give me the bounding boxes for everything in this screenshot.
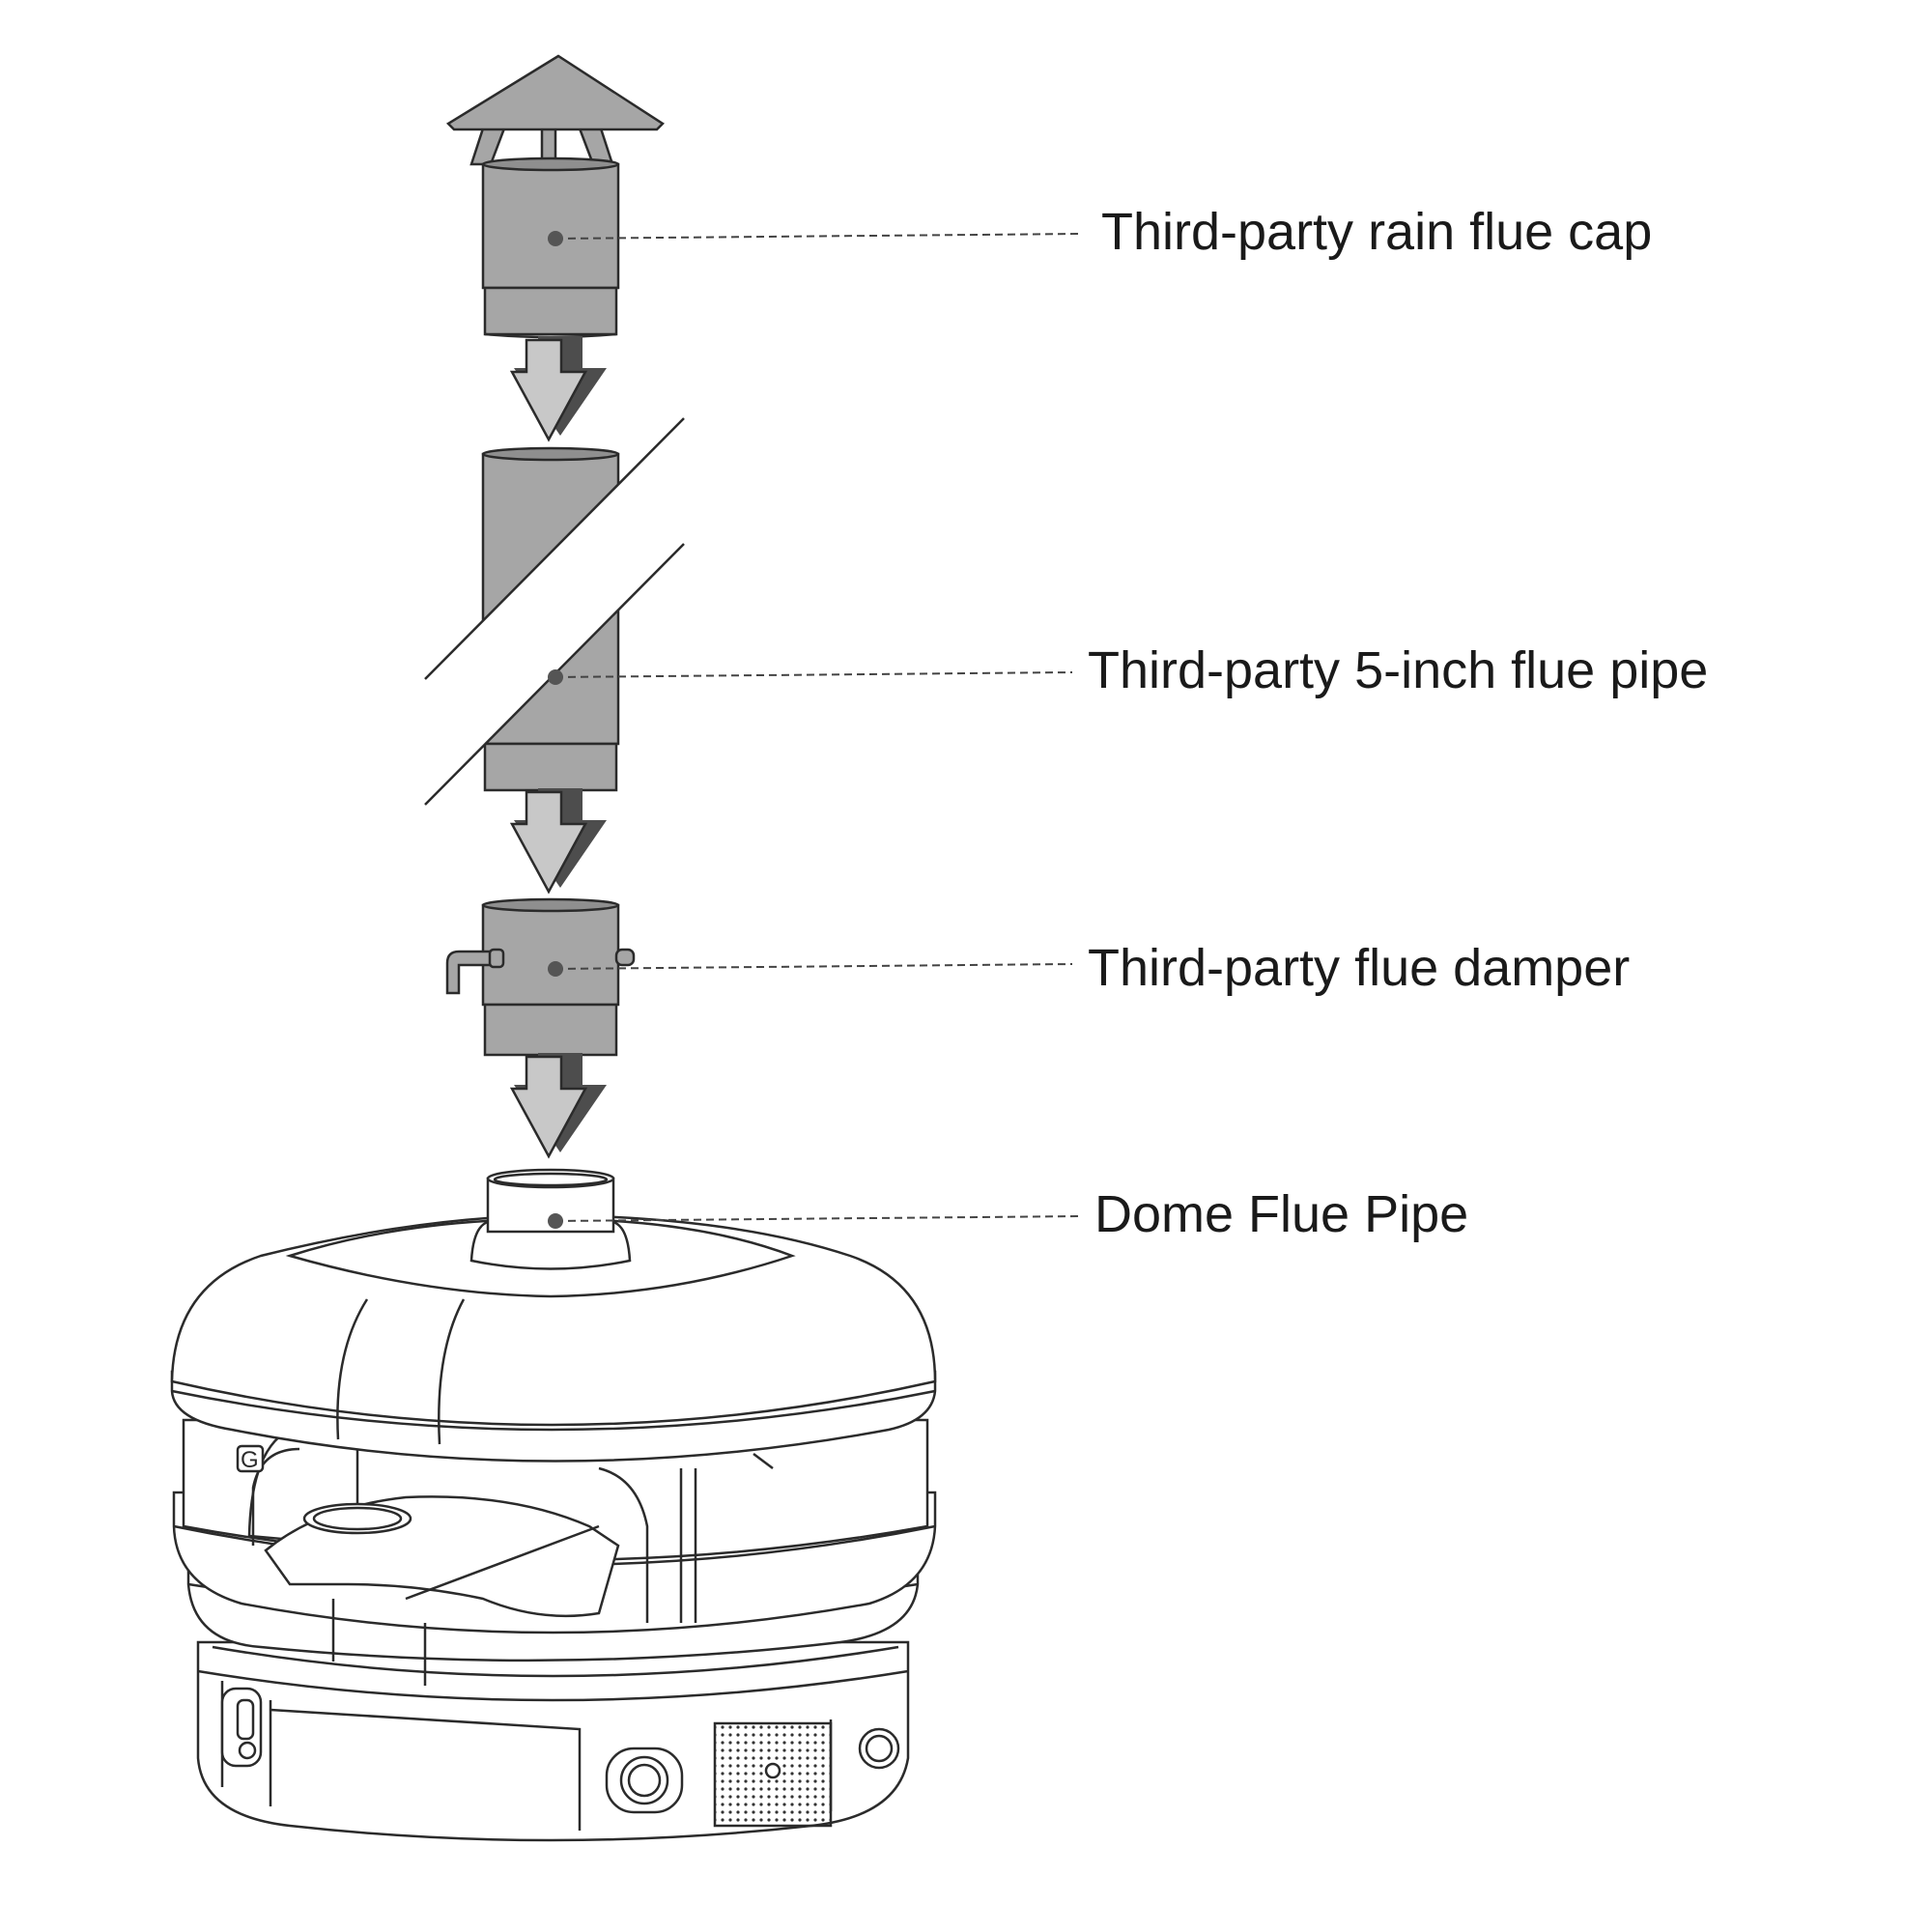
down-arrow-2 (509, 788, 607, 895)
callout-dot-flue-pipe (548, 669, 563, 685)
down-arrow-1 (509, 336, 607, 442)
g-logo-icon: G (236, 1444, 265, 1473)
callout-dot-damper (548, 961, 563, 977)
rain-flue-cap-part (445, 54, 665, 339)
leader-line-rain-cap (554, 233, 1083, 240)
leader-lines (554, 233, 1083, 1222)
leader-line-flue-pipe (554, 671, 1073, 678)
callout-dots (548, 231, 563, 1229)
leader-line-damper (554, 963, 1073, 970)
down-arrow-3 (509, 1053, 607, 1159)
callout-dot-rain-cap (548, 231, 563, 246)
pizza-oven: G (170, 1168, 937, 1842)
flue-damper-part (445, 897, 636, 1057)
label-flue-pipe: Third-party 5-inch flue pipe (1088, 641, 1709, 699)
svg-text:G: G (241, 1447, 259, 1473)
callout-dot-dome-pipe (548, 1213, 563, 1229)
label-flue-damper: Third-party flue damper (1088, 939, 1631, 997)
label-dome-flue-pipe: Dome Flue Pipe (1094, 1185, 1469, 1243)
knob-icon (605, 1747, 684, 1814)
label-rain-flue-cap: Third-party rain flue cap (1101, 203, 1653, 261)
